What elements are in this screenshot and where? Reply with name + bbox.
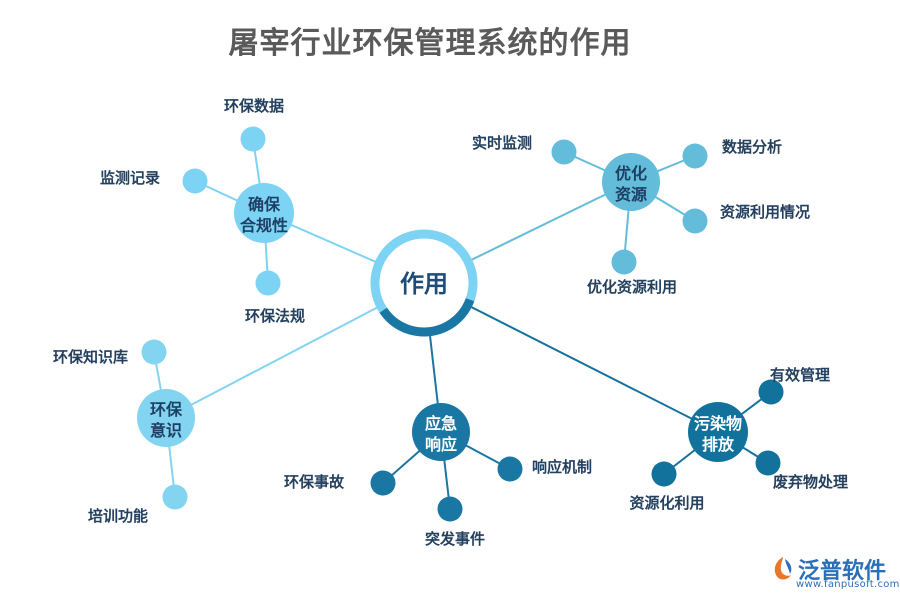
leaf-dot (162, 484, 188, 510)
center-node-bg (377, 236, 471, 330)
leaf-label: 资源利用情况 (720, 203, 810, 221)
diagram-title: 屠宰行业环保管理系统的作用 (228, 26, 632, 61)
hub-label: 污染物 (694, 414, 742, 433)
brand-logo: 泛普软件 www.fanpusoft.com (770, 553, 899, 595)
leaf-dot (551, 139, 577, 165)
leaf-dot (255, 270, 281, 296)
hub-node-optimize (602, 153, 660, 211)
hub-node-compliance (234, 183, 294, 243)
leaf-dot (611, 249, 637, 275)
logo-url: www.fanpusoft.com (796, 579, 900, 590)
hub-node-pollution (688, 402, 748, 462)
leaf-dot (437, 496, 463, 522)
hub-label: 应急 (425, 414, 457, 433)
hub-label: 环保 (150, 400, 183, 419)
hub-label: 确保 (248, 195, 281, 214)
leaf-dot (497, 456, 523, 482)
hub-label: 排放 (702, 435, 735, 454)
connector-center-pollution (423, 282, 719, 433)
leaf-label: 监测记录 (100, 169, 160, 187)
hub-label: 合规性 (240, 216, 288, 235)
leaf-dot (755, 450, 781, 476)
leaf-label: 实时监测 (472, 134, 532, 152)
leaf-dot (240, 126, 266, 152)
hub-label: 资源 (615, 185, 647, 204)
hub-label: 响应 (425, 435, 457, 454)
hub-label: 优化 (615, 164, 647, 183)
leaf-dot (370, 470, 396, 496)
fanpu-logo-icon (774, 557, 792, 580)
hub-node-awareness (137, 389, 195, 447)
leaf-label: 有效管理 (770, 366, 830, 384)
leaf-dot (682, 208, 708, 234)
logo-name: 泛普软件 (798, 559, 887, 584)
hub-node-emergency (412, 403, 470, 461)
leaf-label: 废弃物处理 (773, 473, 848, 491)
leaf-label: 突发事件 (425, 530, 485, 548)
leaf-label: 环保知识库 (53, 348, 128, 366)
leaf-dot (682, 143, 708, 169)
leaf-label: 环保法规 (245, 307, 305, 325)
leaf-dot (182, 168, 208, 194)
leaf-dot (141, 339, 167, 365)
center-node: 作用 (370, 229, 478, 337)
leaf-label: 环保数据 (224, 97, 284, 115)
leaf-label: 数据分析 (722, 138, 782, 156)
center-label: 作用 (400, 270, 448, 298)
leaf-label: 优化资源利用 (587, 278, 677, 296)
leaf-label: 环保事故 (284, 473, 345, 491)
leaf-dot (651, 461, 677, 487)
leaf-label: 响应机制 (532, 458, 592, 476)
leaf-label: 培训功能 (88, 507, 148, 525)
leaf-label: 资源化利用 (629, 494, 704, 512)
hub-label: 意识 (150, 421, 182, 440)
leaf-dot (758, 379, 784, 405)
